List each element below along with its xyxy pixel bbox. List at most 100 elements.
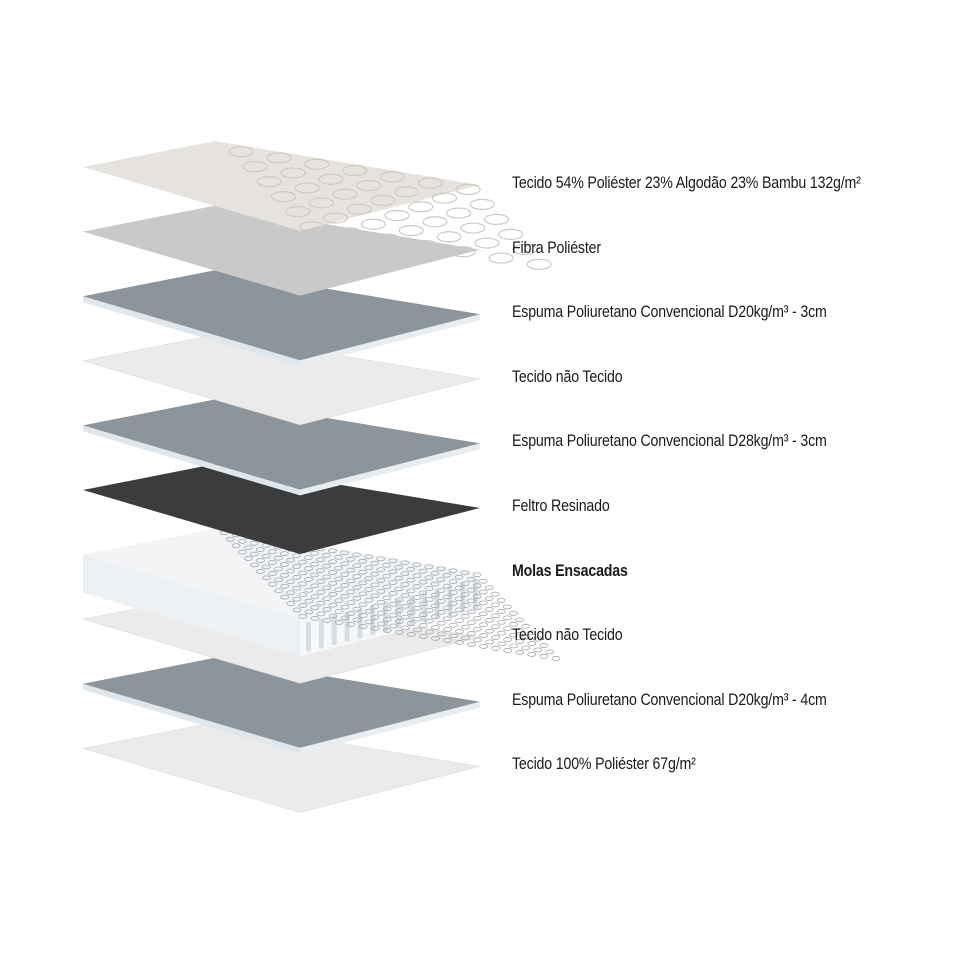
spring-top [436, 566, 446, 572]
spring-top [231, 543, 241, 549]
spring-top [382, 617, 392, 622]
spring-top [394, 619, 404, 624]
spring-top [412, 616, 422, 622]
spring-top [310, 605, 320, 610]
spring-top [352, 606, 362, 612]
quilt-pattern [294, 182, 320, 194]
spring-top [473, 615, 482, 621]
spring-top [467, 642, 476, 647]
spring-top [479, 611, 488, 617]
spring-top [382, 628, 392, 633]
quilt-pattern [379, 171, 406, 183]
layer-label: Tecido 54% Poliéster 23% Algodão 23% Bam… [512, 174, 861, 192]
spring-top [394, 597, 404, 603]
quilt-pattern [417, 177, 443, 189]
spring-top [478, 578, 488, 584]
spring-top [274, 566, 283, 572]
spring-top [298, 592, 308, 598]
spring-top [358, 602, 368, 608]
spring-top [346, 600, 356, 606]
spring-top [400, 593, 410, 598]
quilt-pattern [346, 203, 372, 215]
spring-top [449, 633, 458, 639]
spring-top [292, 575, 301, 580]
spring-top [484, 596, 494, 601]
quilt-pattern [398, 224, 424, 237]
spring-top [304, 598, 314, 604]
quilt-pattern [256, 176, 282, 188]
spring-top [346, 589, 356, 595]
spring-top [509, 643, 519, 649]
spring-top [364, 619, 374, 625]
spring-top [334, 598, 344, 604]
spring-top [430, 570, 440, 576]
spring-top [412, 595, 422, 600]
quilt-pattern [488, 252, 514, 264]
layer-label: Espuma Poliuretano Convencional D28kg/m³… [512, 432, 827, 451]
spring-top [388, 580, 398, 585]
quilt-pattern [412, 239, 439, 252]
spring-coil [331, 615, 337, 646]
spring-top [472, 572, 482, 578]
spring-top [304, 577, 314, 582]
layer-label: Espuma Poliuretano Convencional D20kg/m³… [512, 303, 827, 322]
spring-top [430, 581, 440, 587]
spring-top [448, 568, 458, 574]
spring-top [419, 634, 428, 639]
spring-top [292, 585, 302, 591]
spring-top [322, 563, 331, 569]
quilt-pattern [285, 206, 311, 218]
spring-top [491, 635, 500, 640]
spring-top [424, 607, 434, 613]
spring-top [521, 645, 531, 651]
quilt-pattern [370, 194, 396, 207]
spring-top [225, 536, 235, 542]
spring-top [460, 570, 470, 576]
spring-top [521, 634, 531, 640]
spring-top [322, 574, 332, 580]
spring-top [280, 562, 289, 567]
spring-top [328, 548, 337, 554]
spring-top [466, 576, 476, 582]
spring-top [418, 623, 428, 628]
spring-top [479, 644, 489, 649]
spring-top [370, 593, 380, 599]
spring-top [430, 614, 440, 620]
layer-side-left [83, 683, 300, 754]
spring-top [490, 602, 500, 608]
spring-top [412, 605, 422, 611]
spring-top [249, 540, 259, 546]
spring-top [310, 583, 320, 589]
spring-top [460, 592, 470, 597]
spring-top [292, 553, 301, 559]
spring-top [412, 573, 422, 579]
spring-top [491, 613, 500, 619]
spring-top [442, 594, 452, 600]
spring-top [370, 560, 380, 566]
layer-label: Tecido não Tecido [512, 626, 623, 645]
spring-top [515, 639, 525, 644]
spring-top [527, 652, 537, 657]
quilt-pattern [394, 186, 420, 198]
spring-top [466, 598, 476, 604]
spring-top [267, 549, 277, 555]
spring-top [322, 596, 332, 602]
spring-top [515, 650, 525, 655]
spring-top [370, 615, 380, 620]
spring-top [443, 627, 452, 632]
spring-coil [318, 618, 324, 649]
spring-top [298, 614, 308, 619]
spring-top [479, 633, 488, 638]
quilt-pattern [299, 221, 325, 233]
spring-top [418, 579, 428, 585]
quilt-pattern [242, 161, 268, 173]
spring-top [304, 555, 313, 561]
spring-top [328, 581, 338, 586]
spring-top [449, 622, 458, 628]
spring-top [388, 612, 398, 618]
spring-top [484, 585, 494, 591]
spring-top [400, 582, 410, 587]
quilt-pattern [341, 164, 368, 177]
layer-top [83, 270, 480, 361]
spring-top [509, 611, 518, 616]
